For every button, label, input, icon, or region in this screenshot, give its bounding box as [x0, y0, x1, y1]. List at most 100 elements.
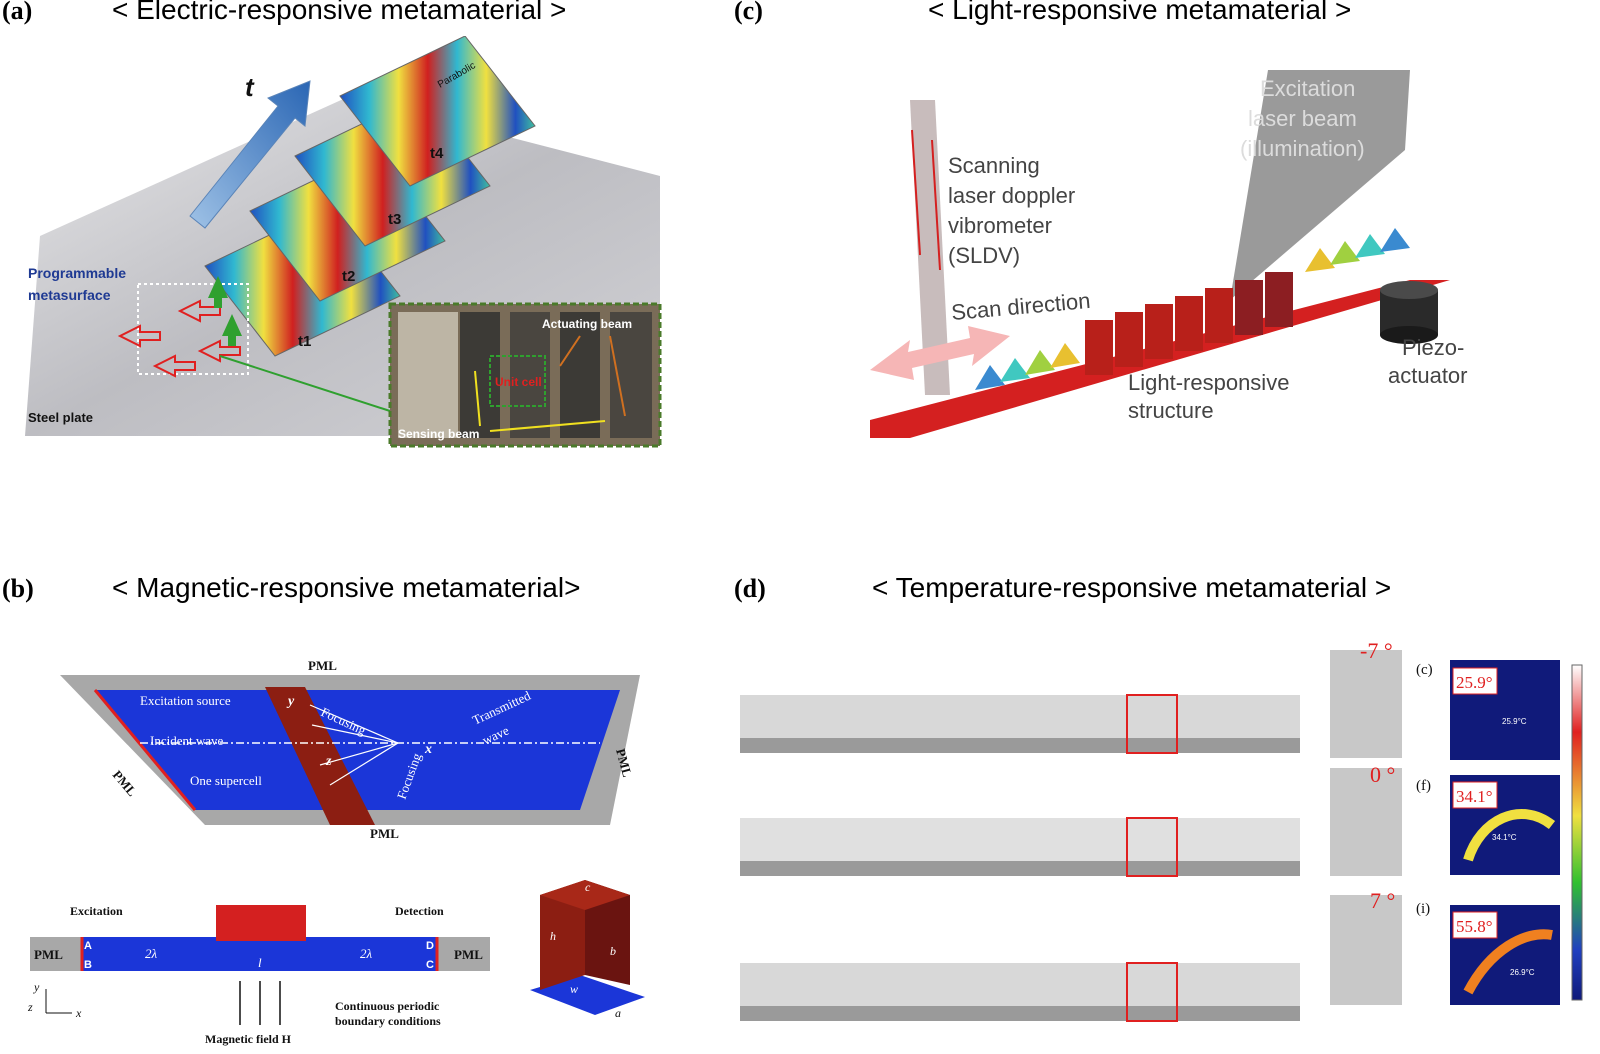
green-arrows: [208, 276, 242, 346]
panel-d-letter: (d): [734, 574, 766, 603]
wave-sheet-t4: t4 Parabolic: [339, 36, 536, 187]
color-bar: [1571, 664, 1583, 1001]
svg-text:PML: PML: [308, 658, 337, 673]
svg-text:PML: PML: [110, 767, 140, 799]
scan-direction-label: Scan direction: [950, 288, 1091, 325]
svg-text:boundary conditions: boundary conditions: [335, 1014, 441, 1028]
incident-arrows: [117, 299, 241, 378]
svg-text:25.9°C: 25.9°C: [1502, 717, 1527, 726]
temperature-1: 25.9°: [1456, 673, 1493, 692]
panel-c-title: < Light-responsive metamaterial >: [928, 0, 1352, 25]
svg-text:t4: t4: [430, 145, 444, 162]
svg-text:z: z: [27, 1000, 33, 1014]
svg-text:PML: PML: [613, 747, 635, 779]
zoom-photo-1: [1330, 650, 1402, 758]
svg-text:(c): (c): [1416, 662, 1433, 678]
svg-text:34.1°C: 34.1°C: [1492, 833, 1517, 842]
panel-d-figure: -7 ° 0 ° 7 ° (c) (f) (i) 25.9° 34.1° 55.…: [740, 638, 1583, 1022]
svg-text:One supercell: One supercell: [190, 773, 262, 788]
svg-text:b: b: [610, 944, 616, 958]
svg-text:h1: h1: [525, 998, 536, 1010]
panel-a-letter: (a): [2, 0, 33, 25]
svg-text:Scanning: Scanning: [948, 153, 1040, 178]
rainbow-prisms: [975, 228, 1410, 390]
svg-text:2λ: 2λ: [145, 946, 158, 961]
scan-arrow: [870, 326, 1010, 380]
photo-strip-1: [740, 695, 1300, 753]
angle-1: -7 °: [1360, 638, 1393, 663]
sldv-beam: [910, 100, 950, 395]
svg-text:y: y: [286, 694, 295, 709]
svg-text:Incident wave: Incident wave: [150, 733, 224, 748]
svg-text:Detection: Detection: [395, 904, 444, 918]
temperature-3: 55.8°: [1456, 917, 1493, 936]
programmable-label-line2: metasurface: [28, 287, 111, 303]
panel-c-figure: Excitation laser beam (illumination) Sca…: [870, 70, 1468, 438]
photo-strip-3: [740, 963, 1300, 1021]
svg-text:w: w: [570, 982, 578, 996]
svg-text:PML: PML: [454, 947, 483, 962]
zoom-photo-2: [1330, 768, 1402, 876]
panel-b-title: < Magnetic-responsive metamaterial>: [112, 572, 581, 603]
panel-b-letter: (b): [2, 574, 34, 603]
svg-text:structure: structure: [1128, 398, 1214, 423]
temperature-2: 34.1°: [1456, 787, 1493, 806]
panel-a-title: < Electric-responsive metamaterial >: [112, 0, 567, 25]
light-responsive-blocks: [1085, 272, 1293, 375]
unit-cell-inset: Actuating beam Unit cell Sensing beam: [388, 302, 662, 448]
svg-text:2λ: 2λ: [360, 946, 373, 961]
svg-text:Actuating beam: Actuating beam: [542, 317, 632, 331]
svg-text:(i): (i): [1416, 901, 1430, 917]
svg-text:D: D: [426, 940, 434, 952]
svg-text:t2: t2: [342, 268, 355, 285]
svg-text:Excitation source: Excitation source: [140, 693, 231, 708]
wave-plate: [95, 690, 620, 810]
angle-3: 7 °: [1370, 888, 1395, 913]
photo-strip-2: [740, 818, 1300, 876]
svg-text:y: y: [33, 980, 40, 994]
svg-text:PML: PML: [370, 826, 399, 841]
programmable-label-line1: Programmable: [28, 265, 126, 281]
svg-text:t1: t1: [298, 333, 311, 350]
svg-text:Sensing beam: Sensing beam: [398, 427, 479, 441]
svg-text:c: c: [585, 880, 591, 894]
svg-text:vibrometer: vibrometer: [948, 213, 1052, 238]
svg-text:actuator: actuator: [1388, 363, 1468, 388]
svg-text:Excitation: Excitation: [70, 904, 123, 918]
svg-text:Unit cell: Unit cell: [495, 375, 542, 389]
steel-plate-label: Steel plate: [28, 410, 93, 425]
svg-text:Piezo-: Piezo-: [1402, 335, 1464, 360]
svg-text:Magnetic field H: Magnetic field H: [205, 1032, 292, 1046]
svg-text:(SLDV): (SLDV): [948, 243, 1020, 268]
piezo-actuator: [1380, 281, 1438, 344]
svg-text:x: x: [424, 742, 432, 757]
svg-text:(f): (f): [1416, 778, 1431, 794]
metasurface-box: [137, 283, 249, 375]
panel-b-figure: PML PML PML PML Excitation source Incide…: [27, 658, 645, 1046]
svg-text:h: h: [550, 929, 556, 943]
svg-text:laser doppler: laser doppler: [948, 183, 1075, 208]
svg-text:C: C: [426, 959, 434, 971]
svg-text:z: z: [325, 754, 332, 769]
svg-text:(illumination): (illumination): [1240, 136, 1365, 161]
svg-text:Continuous periodic: Continuous periodic: [335, 999, 440, 1013]
angle-2: 0 °: [1370, 762, 1395, 787]
svg-text:PML: PML: [34, 947, 63, 962]
panel-a-figure: t t1 t2 t3 t4 Parabolic Programmable met…: [25, 36, 662, 448]
metamaterial-strip: [265, 687, 375, 825]
excitation-cone: [1230, 70, 1410, 300]
highlight-boxes: [1126, 694, 1178, 1022]
svg-text:Light-responsive: Light-responsive: [1128, 370, 1289, 395]
unit-cell-3d: c h b w a h1: [525, 880, 645, 1020]
svg-text:Excitation: Excitation: [1260, 76, 1355, 101]
time-arrow: [189, 80, 311, 229]
svg-text:l: l: [258, 955, 262, 970]
svg-text:26.9°C: 26.9°C: [1510, 968, 1535, 977]
svg-text:B: B: [84, 959, 92, 971]
svg-text:t3: t3: [388, 211, 401, 228]
svg-text:A: A: [84, 940, 92, 952]
svg-text:a: a: [615, 1006, 621, 1020]
svg-text:laser beam: laser beam: [1248, 106, 1357, 131]
zoom-photo-3: [1330, 895, 1402, 1005]
time-label: t: [245, 72, 255, 102]
